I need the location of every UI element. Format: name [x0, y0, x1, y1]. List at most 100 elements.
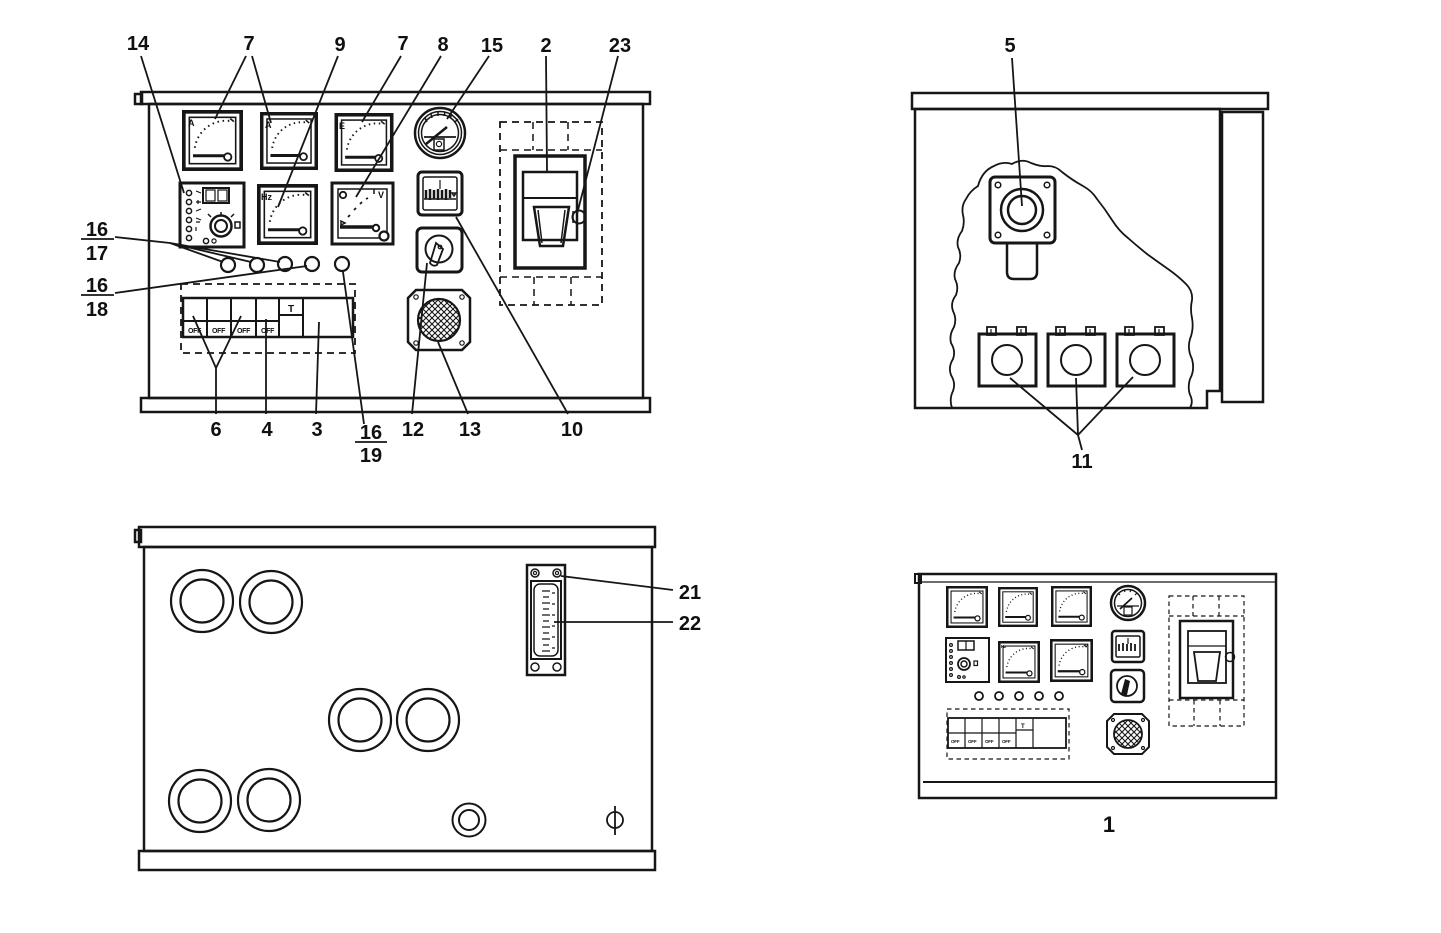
mini-connector	[1106, 713, 1150, 755]
mini-timer-label: T	[1021, 724, 1025, 730]
callout-22: 22	[679, 613, 701, 635]
rear-callout-lines	[1009, 57, 1134, 451]
switch-lever	[429, 241, 445, 267]
circuit-breaker-body	[513, 154, 587, 270]
mini-off-3: OFF	[985, 739, 994, 744]
frequency-meter-label: Hz	[261, 192, 272, 202]
meter-3: E	[334, 113, 394, 172]
assembly-view: Hz V	[914, 572, 1278, 837]
mini-ammeter-1	[946, 586, 988, 628]
connector-receptacle	[406, 288, 472, 352]
mini-frequency-label: Hz	[1001, 644, 1007, 649]
front-callout-labels: 14 7 9 7 8 15 2 23 16 17 16 18 6 4 3 16 …	[86, 33, 631, 467]
toggle-switch-row: T OFF OFF OFF OFF	[180, 283, 356, 354]
mini-off-4: OFF	[1002, 739, 1011, 744]
mini-meter-3	[1051, 585, 1092, 628]
rear-box	[913, 107, 1222, 410]
mini-switch-row: T OFF OFF OFF OFF	[946, 708, 1070, 760]
switch-off-label-2: OFF	[212, 328, 226, 335]
switch-off-label-4: OFF	[261, 328, 275, 335]
callout-14: 14	[127, 33, 150, 55]
switch-off-label-3: OFF	[237, 328, 251, 335]
mini-fuel-gauge	[1109, 584, 1147, 622]
callout-17: 17	[86, 243, 108, 265]
callout-13: 13	[459, 419, 481, 441]
casting-outline	[948, 159, 1195, 409]
terminal-blocks	[977, 326, 1176, 388]
front-callout-lines	[81, 55, 619, 443]
gauge-ticks	[424, 111, 459, 123]
voltmeter-label: V	[378, 190, 384, 200]
underside-view: 21 22	[133, 525, 701, 872]
callout-18: 18	[86, 299, 108, 321]
callout-9: 9	[334, 34, 345, 56]
mini-rotary-switch	[1109, 668, 1146, 704]
callout-4: 4	[261, 419, 273, 441]
cable-grommet-holes	[167, 568, 624, 838]
mini-frequency-meter: Hz	[998, 641, 1040, 683]
mini-off-1: OFF	[951, 739, 960, 744]
callout-10: 10	[561, 419, 583, 441]
timer-cell-label: T	[288, 304, 294, 315]
rear-view: 5 11	[910, 35, 1270, 473]
mini-voltmeter: V	[1050, 639, 1093, 682]
rear-side-strip	[1220, 110, 1265, 404]
callout-19: 19	[360, 445, 382, 467]
mini-edgewise-meter	[1110, 629, 1146, 664]
callout-3: 3	[311, 419, 322, 441]
control-knob	[209, 214, 233, 238]
front-panel-view: A A E	[81, 33, 652, 467]
mini-ammeter-2	[998, 586, 1038, 628]
mini-off-2: OFF	[968, 739, 977, 744]
callout-16b: 16	[86, 275, 108, 297]
rear-callout-labels: 5 11	[1004, 35, 1092, 473]
mini-circuit-breaker	[1168, 595, 1245, 727]
panel-bottom-flange	[139, 396, 652, 414]
callout-7a: 7	[243, 33, 254, 55]
rotary-switch	[415, 226, 464, 274]
underside-callout-lines	[554, 575, 674, 623]
switch-off-label-1: OFF	[188, 328, 202, 335]
callout-7b: 7	[397, 33, 408, 55]
underside-bottom-flange	[137, 849, 657, 872]
connector-cap	[416, 297, 462, 343]
mini-voltmeter-label: V	[1085, 643, 1088, 648]
underside-top-flange	[137, 525, 657, 549]
callout-16a: 16	[86, 219, 108, 241]
fuel-gauge	[413, 106, 467, 160]
callout-12: 12	[402, 419, 424, 441]
frequency-meter: Hz	[256, 184, 319, 245]
panel-top-flange	[139, 90, 652, 106]
assembly-box	[917, 572, 1278, 800]
edgewise-meter	[416, 170, 464, 217]
callout-2: 2	[540, 35, 551, 57]
ammeter-2: A	[259, 112, 319, 170]
ammeter-2-label: A	[265, 120, 272, 130]
ammeter-1-label: A	[188, 118, 195, 128]
control-module	[178, 181, 246, 249]
meter-mounting-flange	[988, 175, 1057, 281]
mini-switch-lever	[1121, 679, 1130, 696]
callout-8: 8	[437, 34, 448, 56]
mini-indicator-lamps	[974, 691, 1064, 701]
callout-16c: 16	[360, 422, 382, 444]
sight-gauge-scale	[542, 590, 550, 652]
meter-3-label: E	[339, 121, 345, 131]
callout-1: 1	[1103, 812, 1115, 837]
circuit-breaker-area	[499, 121, 603, 306]
callout-15: 15	[481, 35, 503, 57]
rear-top-flange	[910, 91, 1270, 111]
callout-5: 5	[1004, 35, 1015, 57]
sight-gauge	[525, 563, 567, 677]
mini-control-module	[945, 637, 990, 683]
callout-21: 21	[679, 582, 701, 604]
callout-6: 6	[210, 419, 221, 441]
callout-23: 23	[609, 35, 631, 57]
voltmeter: V	[330, 181, 395, 246]
underside-callout-labels: 21 22	[679, 582, 701, 635]
indicator-lamps	[219, 255, 351, 274]
breaker-handle	[532, 205, 571, 248]
callout-11: 11	[1071, 451, 1092, 473]
